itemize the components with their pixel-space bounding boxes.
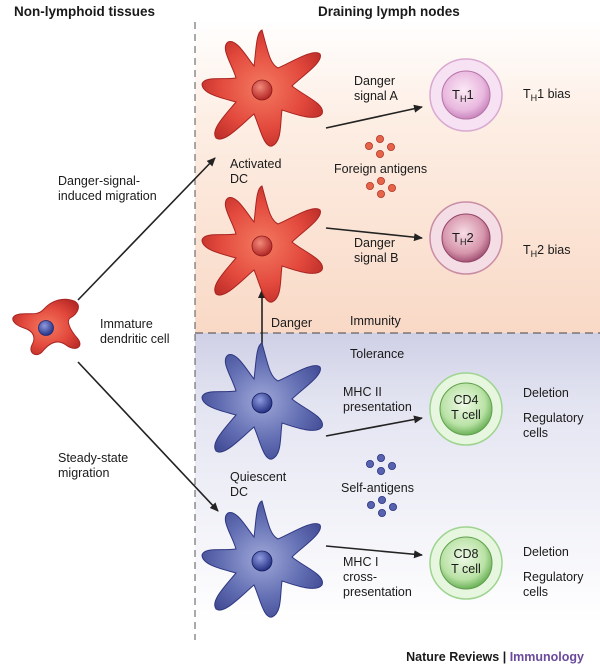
steady-migration-label-line2: migration bbox=[58, 466, 110, 480]
foreign-antigens-label: Foreign antigens bbox=[334, 162, 428, 176]
cd4-t-cell-icon bbox=[429, 372, 503, 446]
self-antigens-label: Self-antigens bbox=[341, 481, 414, 495]
quiescent-dc-2-icon bbox=[201, 500, 323, 618]
cd4-label-line2: T cell bbox=[451, 408, 481, 422]
th2-cell-label: TH2 bbox=[452, 230, 474, 247]
th2-cell-icon bbox=[429, 201, 503, 275]
mhc1-label-line2: cross- bbox=[343, 570, 378, 584]
immature-cell-label-line1: Immature bbox=[100, 317, 153, 331]
mhc2-arrow bbox=[325, 415, 423, 437]
danger-migration-label-line2: induced migration bbox=[58, 189, 157, 203]
cd8-t-cell-icon bbox=[429, 526, 503, 600]
foreign-antigen-dots-icon bbox=[364, 134, 396, 198]
activated-dc-label-line2: DC bbox=[230, 172, 249, 186]
immature-cell-label-line2: dendritic cell bbox=[100, 332, 170, 346]
danger-migration-label-line1: Danger-signal- bbox=[58, 174, 140, 188]
immunity-label: Immunity bbox=[350, 314, 401, 328]
cd4-regulatory-label-line1: Regulatory bbox=[523, 411, 584, 425]
steady-migration-label-line1: Steady-state bbox=[58, 451, 129, 465]
cd8-regulatory-label-line2: cells bbox=[523, 585, 549, 599]
quiescent-dc-icon bbox=[201, 342, 323, 460]
cd8-deletion-label: Deletion bbox=[523, 545, 569, 559]
cd8-label-line2: T cell bbox=[451, 562, 481, 576]
journal-separator: | bbox=[499, 650, 510, 664]
mhc1-label-line1: MHC I bbox=[343, 555, 379, 569]
danger-signal-a-label-line2: signal A bbox=[354, 89, 398, 103]
mhc2-label-line1: MHC II bbox=[343, 385, 382, 399]
cd8-label-line1: CD8 bbox=[453, 547, 479, 561]
signal-b-arrow bbox=[325, 227, 423, 242]
cd4-deletion-label: Deletion bbox=[523, 386, 569, 400]
left-header: Non-lymphoid tissues bbox=[14, 4, 156, 19]
cd8-regulatory-label-line1: Regulatory bbox=[523, 570, 584, 584]
danger-signal-a-label-line1: Danger bbox=[354, 74, 395, 88]
right-header: Draining lymph nodes bbox=[318, 4, 460, 19]
danger-signal-b-label-line2: signal B bbox=[354, 251, 399, 265]
tolerance-label: Tolerance bbox=[350, 347, 405, 361]
journal-name: Nature Reviews bbox=[406, 650, 500, 664]
signal-a-arrow bbox=[325, 104, 423, 129]
activated-dc-label-line1: Activated bbox=[230, 157, 282, 171]
self-antigen-dots-icon bbox=[365, 453, 397, 517]
activated-dc-icon bbox=[201, 29, 323, 147]
danger-label: Danger bbox=[271, 316, 312, 330]
mhc1-arrow bbox=[325, 545, 423, 559]
th1-bias-label: TH1 bias bbox=[523, 87, 571, 103]
steady-migration-arrow bbox=[77, 361, 219, 512]
quiescent-dc-label-line2: DC bbox=[230, 485, 249, 499]
activated-dc-2-icon bbox=[201, 185, 323, 303]
danger-migration-arrow bbox=[77, 157, 216, 301]
journal-credit: Nature Reviews | Immunology bbox=[406, 650, 584, 664]
cd4-label-line1: CD4 bbox=[453, 393, 479, 407]
th1-cell-icon bbox=[429, 58, 503, 132]
immature-dendritic-cell-icon bbox=[12, 298, 81, 356]
danger-signal-b-label-line1: Danger bbox=[354, 236, 395, 250]
quiescent-dc-label-line1: Quiescent bbox=[230, 470, 287, 484]
mhc1-label-line3: presentation bbox=[343, 585, 412, 599]
mhc2-label-line2: presentation bbox=[343, 400, 412, 414]
cd4-regulatory-label-line2: cells bbox=[523, 426, 549, 440]
th1-cell-label: TH1 bbox=[452, 87, 474, 104]
th2-bias-label: TH2 bias bbox=[523, 243, 571, 259]
journal-section: Immunology bbox=[509, 650, 584, 664]
